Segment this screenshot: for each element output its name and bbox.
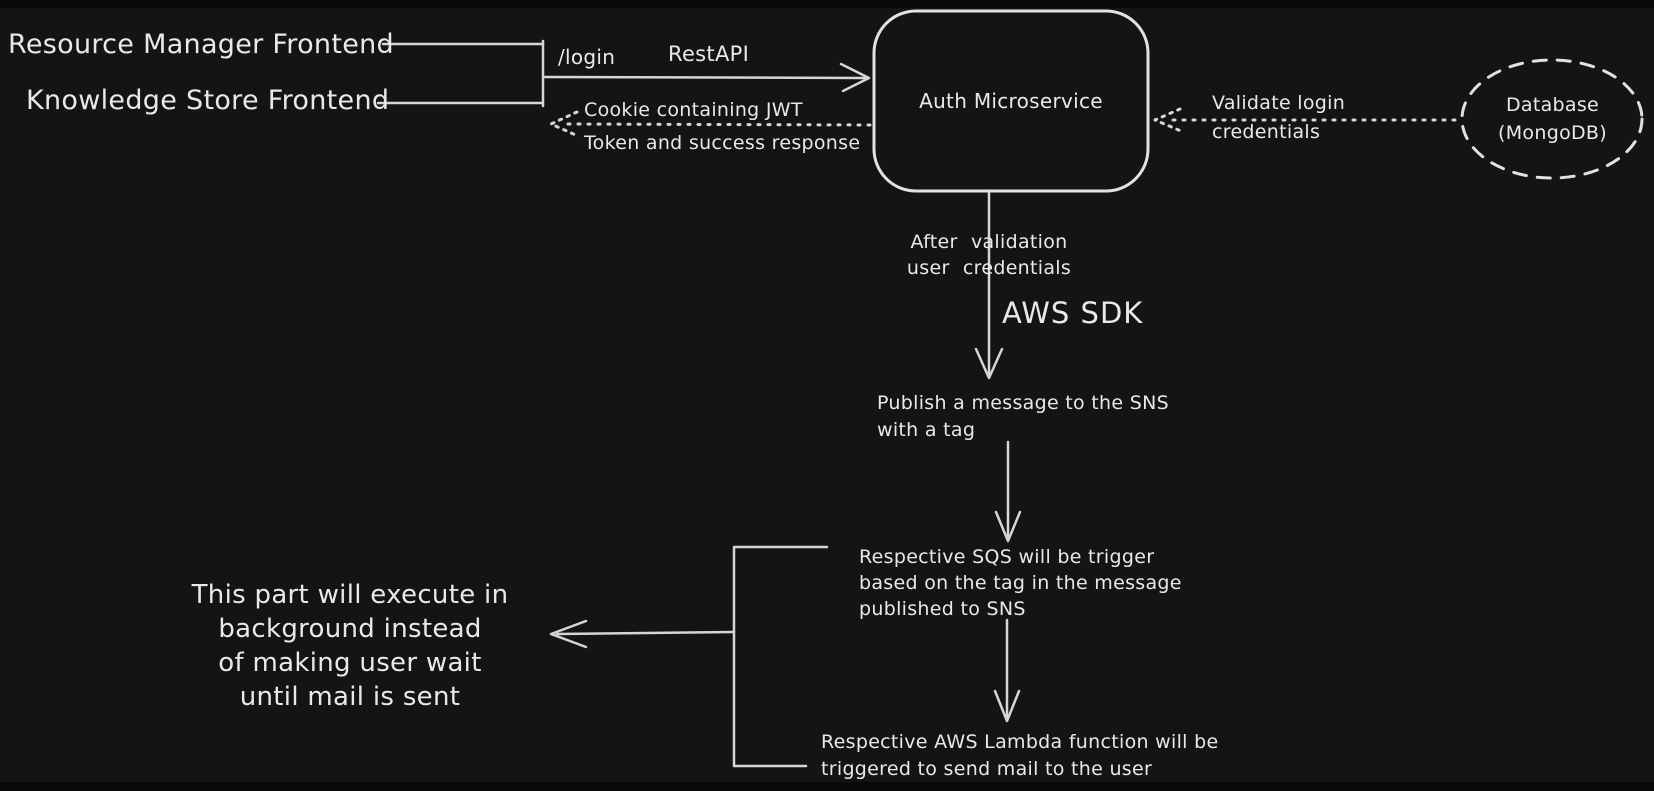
sqs-step-line3: published to SNS <box>859 598 1026 620</box>
login-path-label: /login <box>558 45 616 69</box>
lambda-step-line2: triggered to send mail to the user <box>821 758 1153 780</box>
background-note-line3: of making user wait <box>218 648 482 678</box>
frontend-connector-bracket <box>376 39 545 108</box>
cookie-response-line2: Token and success response <box>584 132 861 154</box>
auth-microservice-box <box>872 9 1150 193</box>
background-note-bracket <box>732 545 829 768</box>
resource-manager-frontend-label: Resource Manager Frontend <box>8 29 394 60</box>
publish-step-line2: with a tag <box>877 419 976 441</box>
background-note-label: This part will execute in background ins… <box>170 578 530 714</box>
sns-publish-arrow <box>974 191 1004 380</box>
validate-credentials-label: Validate login credentials <box>1212 89 1345 147</box>
database-line2: (MongoDB) <box>1498 122 1607 144</box>
login-arrow <box>543 62 871 93</box>
publish-step-line1: Publish a message to the SNS <box>877 392 1169 414</box>
after-validation-label: After validation user credentials <box>879 229 1099 281</box>
sqs-trigger-arrow <box>994 440 1022 543</box>
background-note-line2: background instead <box>218 614 482 644</box>
database-ellipse <box>1460 58 1644 180</box>
background-note-line1: This part will execute in <box>191 580 509 610</box>
validate-credentials-dotted-arrow <box>1153 107 1457 133</box>
lambda-trigger-arrow <box>993 618 1021 723</box>
cookie-response-line1: Cookie containing JWT <box>584 99 803 121</box>
publish-step-label: Publish a message to the SNS with a tag <box>877 390 1169 444</box>
database-line1: Database <box>1505 94 1600 116</box>
validate-credentials-line2: credentials <box>1212 121 1321 143</box>
lambda-step-line1: Respective AWS Lambda function will be <box>821 731 1219 753</box>
auth-microservice-label: Auth Microservice <box>919 89 1103 113</box>
validate-credentials-line1: Validate login <box>1212 92 1346 114</box>
after-validation-line2: user credentials <box>906 257 1072 279</box>
restapi-label: RestAPI <box>668 42 750 66</box>
database-label: Database (MongoDB) <box>1462 60 1643 178</box>
knowledge-store-frontend-label: Knowledge Store Frontend <box>26 85 390 116</box>
sqs-step-line2: based on the tag in the message <box>859 572 1182 594</box>
top-edge-bar <box>0 0 1654 8</box>
cookie-response-label: Cookie containing JWT Token and success … <box>584 94 860 160</box>
aws-sdk-label: AWS SDK <box>1002 296 1144 330</box>
background-note-arrow <box>549 619 735 649</box>
after-validation-line1: After validation <box>910 231 1068 253</box>
lambda-step-label: Respective AWS Lambda function will be t… <box>821 729 1218 783</box>
background-note-line4: until mail is sent <box>239 682 461 712</box>
sqs-step-line1: Respective SQS will be trigger <box>859 546 1155 568</box>
bottom-edge-bar <box>0 782 1654 791</box>
sqs-step-label: Respective SQS will be trigger based on … <box>859 544 1182 622</box>
cookie-response-dotted-arrow <box>549 110 872 138</box>
